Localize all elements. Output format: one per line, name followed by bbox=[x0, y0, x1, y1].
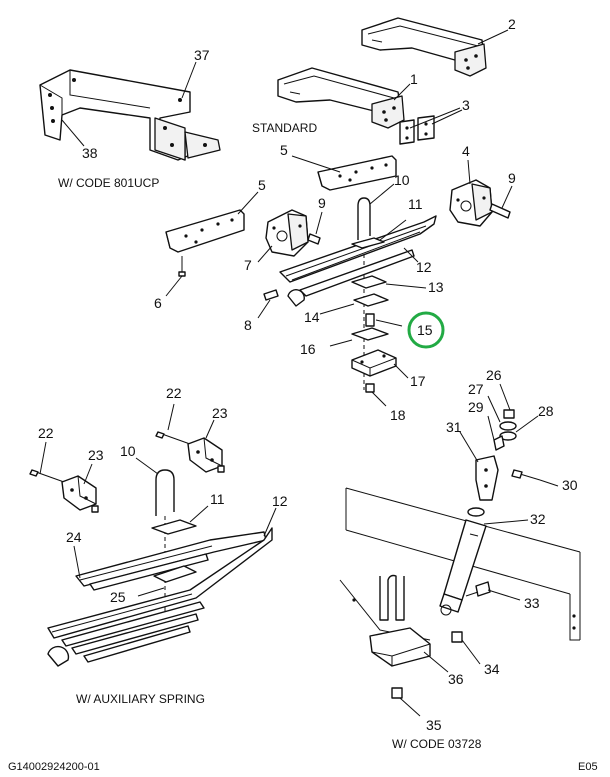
drawing-number: G14002924200-01 bbox=[8, 761, 100, 773]
spacer-11-aux bbox=[151, 505, 209, 535]
spacer-14 bbox=[319, 293, 389, 315]
crossmember-bracket-801ucp bbox=[39, 61, 221, 161]
callout-11-aux: 11 bbox=[210, 491, 225, 507]
callout-22-left: 22 bbox=[38, 425, 54, 441]
crossmember-2 bbox=[361, 17, 509, 77]
callout-22-upper: 22 bbox=[166, 385, 182, 401]
callout-26: 26 bbox=[486, 367, 502, 383]
callout-16: 16 bbox=[300, 341, 316, 357]
callout-5-upper: 5 bbox=[280, 142, 288, 158]
callout-8: 8 bbox=[244, 317, 252, 333]
callout-31: 31 bbox=[446, 419, 462, 435]
caption-code-801ucp: W/ CODE 801UCP bbox=[58, 176, 159, 190]
callout-36: 36 bbox=[448, 671, 464, 687]
callout-2: 2 bbox=[508, 16, 516, 32]
callout-10-top: 10 bbox=[394, 172, 410, 188]
callout-32: 32 bbox=[530, 511, 546, 527]
callout-30: 30 bbox=[562, 477, 578, 493]
highlight-ring-15 bbox=[407, 311, 445, 349]
leaf-spring-12-aux bbox=[47, 507, 277, 667]
spring-pin-9-left bbox=[307, 211, 323, 245]
nut-34 bbox=[451, 631, 481, 665]
callout-12-aux: 12 bbox=[272, 493, 288, 509]
bolt-22-left bbox=[29, 441, 65, 483]
bushing-29 bbox=[487, 415, 505, 451]
callout-34: 34 bbox=[484, 661, 500, 677]
callout-5-left: 5 bbox=[258, 177, 266, 193]
nut-18 bbox=[365, 383, 387, 407]
spacer-16 bbox=[329, 327, 389, 347]
bolt-33 bbox=[465, 581, 521, 601]
callout-18: 18 bbox=[390, 407, 406, 423]
bolt-30 bbox=[511, 469, 559, 487]
callout-17: 17 bbox=[410, 373, 426, 389]
callout-7: 7 bbox=[244, 257, 252, 273]
spring-pin-8 bbox=[257, 289, 279, 319]
callout-6: 6 bbox=[154, 295, 162, 311]
callout-38: 38 bbox=[82, 145, 98, 161]
caption-standard: STANDARD bbox=[252, 121, 317, 135]
callout-9-right: 9 bbox=[508, 170, 516, 186]
bracket-5-left bbox=[165, 191, 259, 253]
u-bolt-10 bbox=[357, 183, 395, 390]
callout-28: 28 bbox=[538, 403, 554, 419]
washer-27 bbox=[487, 395, 517, 431]
spacer-13 bbox=[351, 275, 427, 289]
shock-bracket-31 bbox=[459, 431, 499, 501]
callout-25: 25 bbox=[110, 589, 126, 605]
center-bolt-15 bbox=[365, 313, 403, 327]
crossmember-1 bbox=[277, 67, 411, 129]
nut-26 bbox=[499, 383, 515, 419]
spring-hanger-4 bbox=[449, 159, 493, 227]
nut-35 bbox=[391, 687, 421, 717]
bushing-28 bbox=[499, 415, 539, 441]
callout-1: 1 bbox=[410, 71, 418, 87]
callout-35: 35 bbox=[426, 717, 442, 733]
callout-23-left: 23 bbox=[88, 447, 104, 463]
spring-pin-9-right bbox=[489, 185, 513, 219]
bracket-23-left bbox=[61, 463, 99, 513]
callout-29: 29 bbox=[468, 399, 484, 415]
spacer-11 bbox=[351, 219, 407, 249]
callout-23-upper: 23 bbox=[212, 405, 228, 421]
spring-seat-17 bbox=[351, 349, 409, 379]
callout-13: 13 bbox=[428, 279, 444, 295]
callout-27: 27 bbox=[468, 381, 484, 397]
bracket-5-upper bbox=[291, 155, 397, 191]
callout-4: 4 bbox=[462, 143, 470, 159]
callout-37: 37 bbox=[194, 47, 210, 63]
callout-3: 3 bbox=[462, 97, 470, 113]
callout-12-top: 12 bbox=[416, 259, 432, 275]
bolt-6 bbox=[165, 256, 186, 297]
gusset-plates-3 bbox=[399, 107, 463, 145]
callout-11-top: 11 bbox=[408, 196, 423, 212]
leaf-spring-12 bbox=[279, 215, 437, 307]
sheet-code: E05 bbox=[578, 761, 598, 773]
bracket-23-upper bbox=[187, 419, 225, 473]
caption-auxiliary-spring: W/ AUXILIARY SPRING bbox=[76, 692, 205, 706]
callout-15: 15 bbox=[417, 322, 433, 338]
callout-14: 14 bbox=[304, 309, 320, 325]
callout-33: 33 bbox=[524, 595, 540, 611]
spacer-25 bbox=[137, 587, 165, 597]
callout-24: 24 bbox=[66, 529, 82, 545]
spring-seat-36 bbox=[369, 574, 449, 673]
bolt-22-upper bbox=[155, 403, 191, 445]
shock-absorber-32 bbox=[439, 507, 529, 616]
callout-9-left: 9 bbox=[318, 195, 326, 211]
spring-hanger-7 bbox=[257, 209, 309, 263]
caption-code-03728: W/ CODE 03728 bbox=[392, 737, 482, 751]
callout-10-aux: 10 bbox=[120, 443, 136, 459]
